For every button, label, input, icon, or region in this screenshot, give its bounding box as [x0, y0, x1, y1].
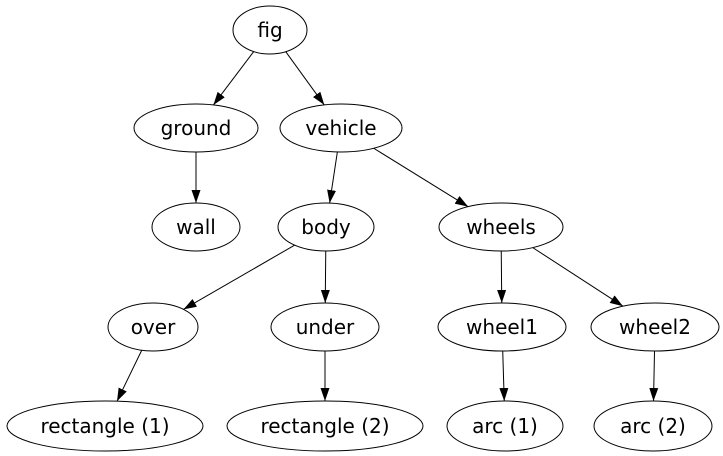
node-wall: wall	[151, 202, 241, 252]
nodes-layer: fig ground vehicle wall body wheels over under w…	[6, 5, 720, 452]
edge-wheels-wheel2	[532, 247, 624, 307]
wall-label: wall	[176, 215, 216, 239]
edge-vehicle-body	[327, 151, 338, 204]
node-body: body	[277, 202, 375, 252]
body-ellipse	[277, 202, 375, 252]
body-label: body	[301, 215, 351, 239]
node-ground: ground	[133, 103, 259, 153]
edge-fig-ground	[212, 51, 255, 106]
vehicle-ellipse	[279, 103, 403, 153]
over-ellipse	[107, 302, 199, 352]
node-arc1: arc (1)	[446, 400, 564, 452]
node-arc2: arc (2)	[593, 400, 713, 452]
edge-wheel1-arc1	[499, 350, 509, 402]
arc2-label: arc (2)	[620, 414, 686, 438]
fig-label: fig	[257, 18, 282, 42]
edge-wheel2-arc2	[649, 350, 659, 402]
node-over: over	[107, 302, 199, 352]
fig-ellipse	[232, 5, 308, 55]
arc1-label: arc (1)	[472, 414, 538, 438]
node-fig: fig	[232, 5, 308, 55]
node-rect1: rectangle (1)	[6, 400, 204, 452]
node-under: under	[270, 302, 380, 352]
rect1-label: rectangle (1)	[40, 414, 169, 438]
wheel1-label: wheel1	[466, 315, 538, 339]
wheel2-label: wheel2	[619, 315, 691, 339]
rect1-ellipse	[6, 400, 204, 452]
ground-label: ground	[161, 116, 232, 140]
node-rect2: rectangle (2)	[226, 400, 424, 452]
rect2-ellipse	[226, 400, 424, 452]
node-wheel1: wheel1	[437, 302, 567, 352]
arc2-ellipse	[593, 400, 713, 452]
wall-ellipse	[151, 202, 241, 252]
wheel2-ellipse	[590, 302, 720, 352]
vehicle-label: vehicle	[305, 116, 376, 140]
wheel1-ellipse	[437, 302, 567, 352]
ground-ellipse	[133, 103, 259, 153]
wheels-ellipse	[438, 202, 564, 252]
over-label: over	[131, 315, 176, 339]
arc1-ellipse	[446, 400, 564, 452]
edge-wheels-wheel1	[497, 250, 507, 304]
node-wheel2: wheel2	[590, 302, 720, 352]
under-ellipse	[270, 302, 380, 352]
edge-vehicle-wheels	[373, 147, 469, 208]
edge-fig-vehicle	[285, 51, 325, 106]
edge-over-rect1	[116, 350, 143, 402]
edge-body-over	[183, 244, 295, 310]
rect2-label: rectangle (2)	[260, 414, 389, 438]
edges-layer	[116, 51, 659, 402]
wheels-label: wheels	[466, 215, 536, 239]
node-wheels: wheels	[438, 202, 564, 252]
node-vehicle: vehicle	[279, 103, 403, 153]
under-label: under	[296, 315, 355, 339]
edge-body-under	[320, 250, 330, 304]
